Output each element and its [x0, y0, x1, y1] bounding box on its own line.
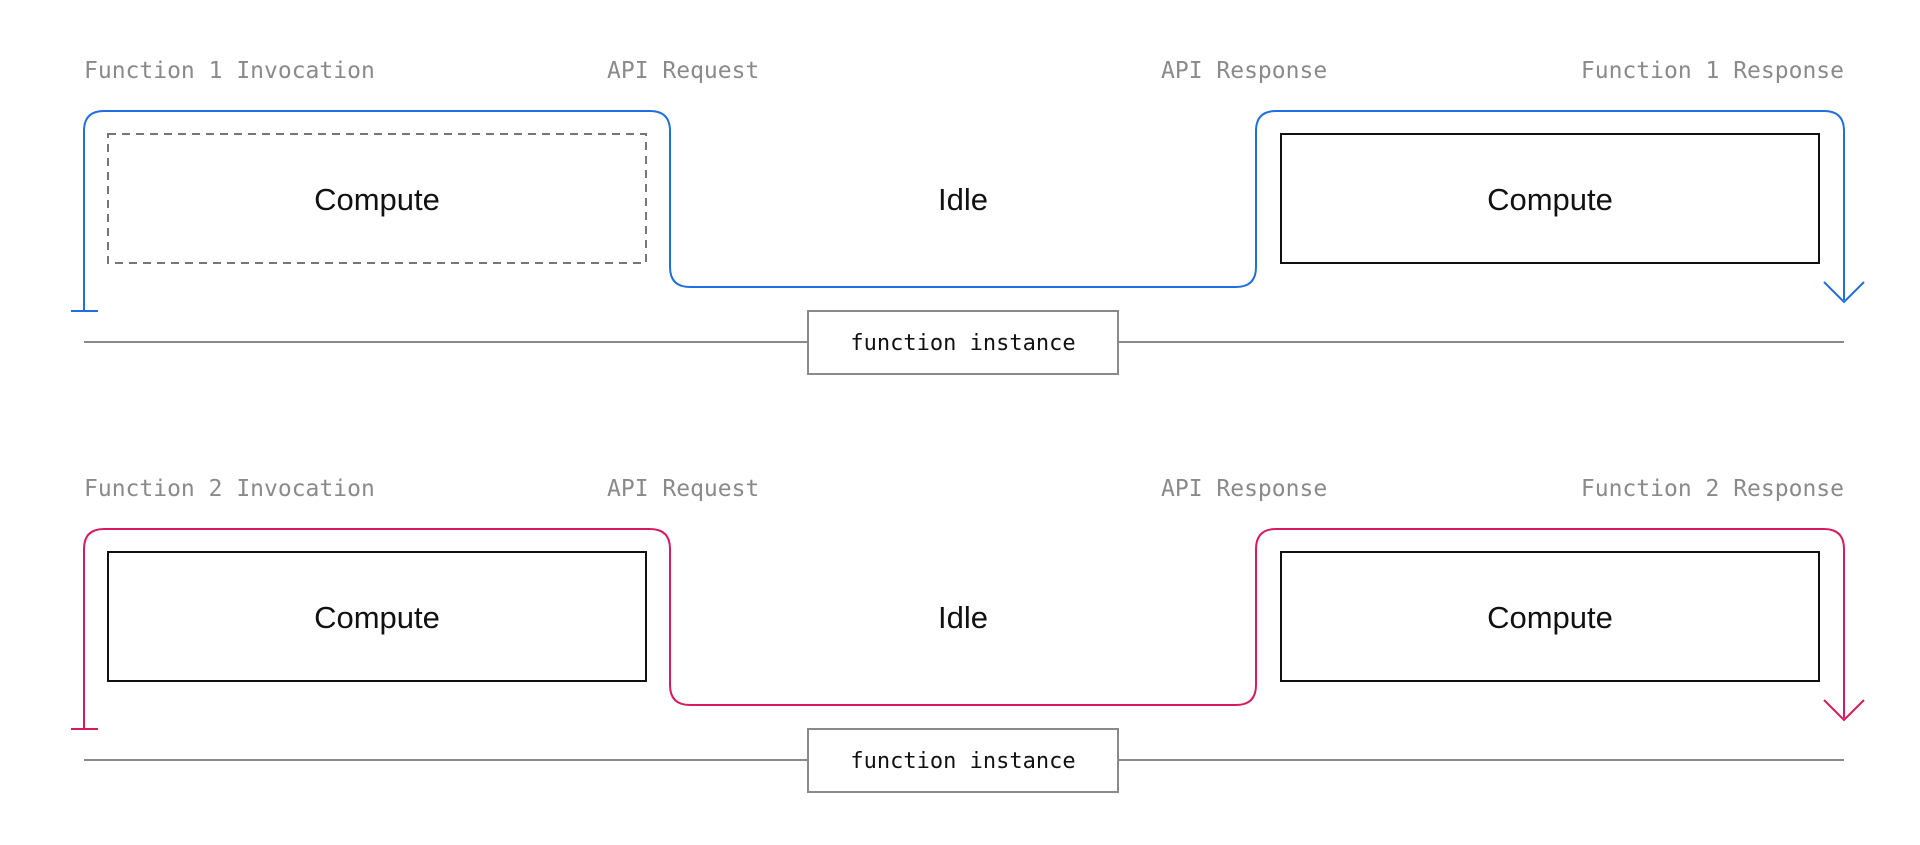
response-arrowhead-icon	[1823, 281, 1865, 304]
response-arrowhead-icon	[1823, 699, 1865, 722]
function-instance-label: function instance	[850, 749, 1075, 774]
execution-flow-path	[83, 528, 1845, 729]
api-request-label: API Request	[607, 476, 759, 502]
compute-label-second: Compute	[1487, 182, 1613, 217]
invocation-label: Function 2 Invocation	[84, 476, 375, 502]
api-response-label: API Response	[1161, 476, 1327, 502]
function-1-row: Function 1 Invocation API Request API Re…	[71, 58, 1865, 375]
idle-label: Idle	[938, 600, 988, 635]
function-instance-label: function instance	[850, 331, 1075, 356]
compute-box-second	[1280, 551, 1820, 682]
response-label: Function 2 Response	[1581, 476, 1844, 502]
execution-flow-path	[83, 110, 1845, 311]
invocation-label: Function 1 Invocation	[84, 58, 375, 84]
function-2-row: Function 2 Invocation API Request API Re…	[71, 476, 1865, 793]
idle-label: Idle	[938, 182, 988, 217]
response-label: Function 1 Response	[1581, 58, 1844, 84]
compute-box-second	[1280, 133, 1820, 264]
function-instance-box	[807, 310, 1119, 375]
compute-label-first: Compute	[314, 600, 440, 635]
compute-label-first: Compute	[314, 182, 440, 217]
function-instance-box	[807, 728, 1119, 793]
compute-box-first	[107, 551, 647, 682]
api-response-label: API Response	[1161, 58, 1327, 84]
compute-label-second: Compute	[1487, 600, 1613, 635]
compute-box-first	[107, 133, 647, 264]
api-request-label: API Request	[607, 58, 759, 84]
